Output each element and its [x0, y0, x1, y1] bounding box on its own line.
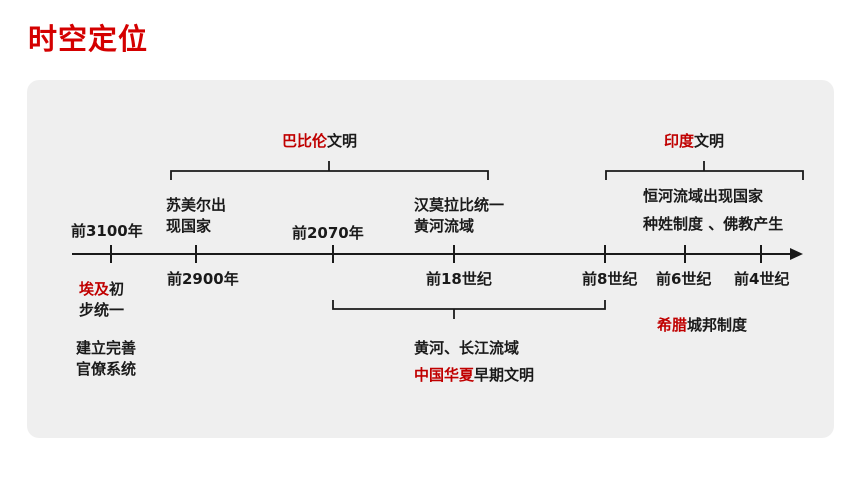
egypt-line-4: 官僚系统 [76, 360, 137, 378]
india-bracket [605, 170, 804, 180]
india-highlight: 印度 [664, 132, 695, 150]
egypt-line-2: 步统一 [79, 301, 125, 319]
date-6c: 前6世纪 [656, 270, 712, 288]
india-rest: 文明 [694, 132, 725, 150]
sumer-line-1: 苏美尔出 [166, 196, 227, 214]
date-2900: 前2900年 [167, 270, 239, 288]
egypt-line-1: 埃及初 [79, 278, 124, 300]
china-line-1: 黄河、长江流域 [414, 339, 520, 357]
date-2070: 前2070年 [292, 224, 364, 242]
babylon-label: 巴比伦文明 [282, 130, 357, 152]
greece-highlight: 希腊 [657, 316, 688, 334]
babylon-bracket [170, 170, 489, 180]
date-18c: 前18世纪 [426, 270, 492, 288]
china-bracket [332, 300, 606, 310]
hammurabi-line-2: 黄河流域 [414, 217, 475, 235]
hammurabi-line-1: 汉莫拉比统一 [414, 196, 505, 214]
axis-arrow [790, 248, 803, 260]
egypt-rest: 初 [109, 280, 125, 298]
babylon-rest: 文明 [327, 132, 358, 150]
egypt-line-3: 建立完善 [76, 339, 137, 357]
greece-rest: 城邦制度 [687, 316, 748, 334]
india-event-1: 恒河流域出现国家 [643, 187, 764, 205]
sumer-line-2: 现国家 [166, 217, 212, 235]
date-8c: 前8世纪 [582, 270, 638, 288]
china-rest: 早期文明 [474, 366, 535, 384]
babylon-highlight: 巴比伦 [282, 132, 328, 150]
india-label: 印度文明 [664, 130, 724, 152]
india-event-2: 种姓制度 、佛教产生 [643, 215, 784, 233]
timeline-panel [27, 80, 834, 438]
date-3100: 前3100年 [71, 222, 143, 240]
china-line-2: 中国华夏早期文明 [414, 364, 534, 386]
page-title: 时空定位 [28, 22, 149, 56]
greece-label: 希腊城邦制度 [657, 314, 747, 336]
china-highlight: 中国华夏 [414, 366, 475, 384]
date-4c: 前4世纪 [734, 270, 790, 288]
egypt-highlight: 埃及 [79, 280, 110, 298]
